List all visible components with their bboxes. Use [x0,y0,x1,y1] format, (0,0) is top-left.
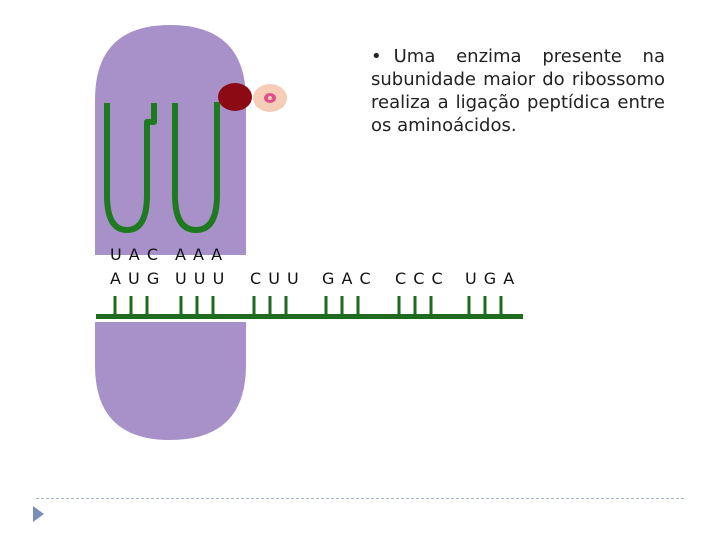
mrna-codon-4: G A C [322,269,372,288]
mrna-strand [96,296,523,319]
mrna-base-ticks [115,296,501,316]
mrna-codon-6: U G A [465,269,515,288]
mrna-codon-3: C U U [250,269,300,288]
mrna-codon-1: A U G [110,269,160,288]
mrna-codon-5: C C C [395,269,444,288]
mrna-backbone [96,314,523,319]
ribosome-small-subunit [95,322,246,440]
footer-divider [36,498,684,499]
bullet-paragraph: Uma enzima presente na subunidade maior … [371,46,665,136]
trna-anticodon-2: A A A [175,245,223,264]
amino-acid-2-center [268,96,272,100]
amino-acid-1 [218,83,252,111]
bullet-point: •Uma enzima presente na subunidade maior… [371,45,665,137]
ribosome-large-subunit [95,25,246,255]
bullet-marker: • [371,46,382,67]
trna-anticodon-1: U A C [110,245,159,264]
mrna-codon-2: U U U [175,269,225,288]
next-slide-arrow-icon[interactable] [33,506,44,522]
